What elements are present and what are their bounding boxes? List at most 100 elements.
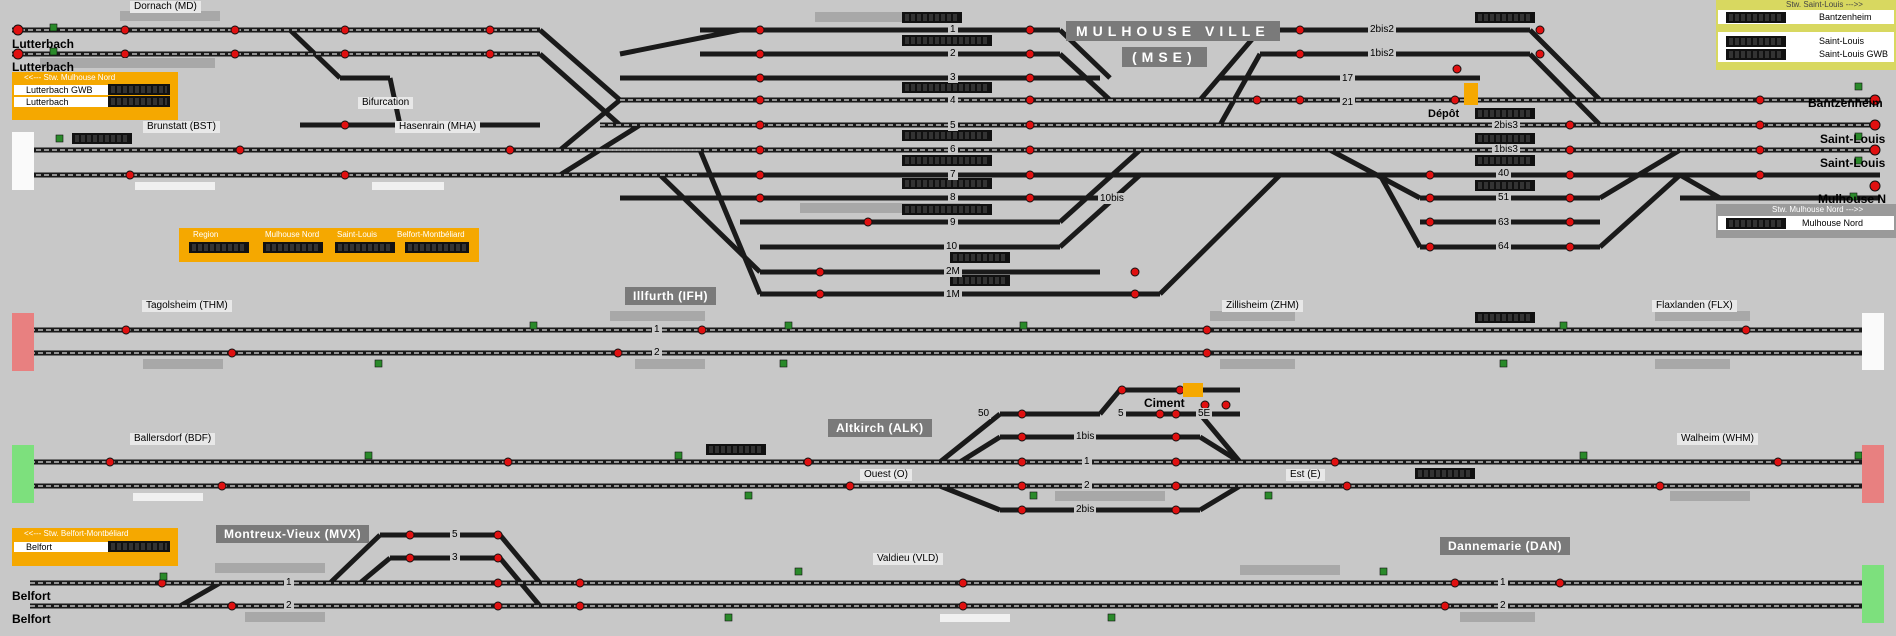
grey-bar xyxy=(800,203,980,213)
panel-row-lutterbach[interactable]: Lutterbach xyxy=(14,97,116,107)
end-saint-louis-2: Saint-Louis xyxy=(1820,156,1886,170)
station-valdieu[interactable]: Valdieu (VLD) xyxy=(873,553,943,565)
panel-row-mulhouse-nord[interactable]: Mulhouse Nord xyxy=(1802,218,1864,228)
panel-row-lutterbach-gwb[interactable]: Lutterbach GWB xyxy=(14,85,116,95)
terminal-ballersdorf-left xyxy=(12,445,34,503)
grey-bar xyxy=(245,612,325,622)
platform-2bis2: 2bis2 xyxy=(1368,24,1396,35)
station-brunstatt[interactable]: Brunstatt (BST) xyxy=(143,121,220,133)
station-tagolsheim[interactable]: Tagolsheim (THM) xyxy=(142,300,232,312)
white-bar xyxy=(135,182,215,190)
train-display xyxy=(108,96,170,107)
platform-mvx-2: 2 xyxy=(284,600,294,611)
terminal-dannemarie-right xyxy=(1862,565,1884,623)
grey-bar xyxy=(1670,491,1750,501)
mulhouse-title: MULHOUSE VILLE xyxy=(1066,21,1280,41)
platform-63: 63 xyxy=(1496,217,1512,228)
platform-4: 4 xyxy=(948,95,958,106)
panel-mulhouse-nord: <<--- Stw. Mulhouse Nord Lutterbach GWB … xyxy=(12,72,178,120)
end-mulhouse-nord: Mulhouse N xyxy=(1818,192,1886,206)
panel-title: <<--- Stw. Mulhouse Nord xyxy=(24,73,116,82)
white-bar xyxy=(940,614,1010,622)
terminal-flaxlanden-right-bottom xyxy=(1862,340,1884,370)
platform-1m: 1M xyxy=(944,289,962,300)
train-display xyxy=(108,84,170,95)
station-flaxlanden[interactable]: Flaxlanden (FLX) xyxy=(1652,300,1737,312)
station-ballersdorf[interactable]: Ballersdorf (BDF) xyxy=(130,433,216,445)
mulhouse-code: (MSE) xyxy=(1122,47,1207,67)
grey-bar xyxy=(815,12,945,22)
platform-5: 5 xyxy=(948,120,958,131)
terminal-walheim-right xyxy=(1862,445,1884,503)
panel-regions: Region Mulhouse Nord Saint-Louis Belfort… xyxy=(179,228,479,262)
station-walheim[interactable]: Walheim (WHM) xyxy=(1677,433,1758,445)
panel-row-saint-louis-gwb[interactable]: Saint-Louis GWB xyxy=(1819,49,1889,59)
station-dannemarie[interactable]: Dannemarie (DAN) xyxy=(1440,537,1571,555)
end-lutterbach-2: Lutterbach xyxy=(12,60,75,74)
platform-alk-50: 50 xyxy=(976,408,992,419)
platform-1: 1 xyxy=(948,24,958,35)
train-display xyxy=(902,178,992,189)
station-altkirch[interactable]: Altkirch (ALK) xyxy=(828,419,932,437)
panel-row-saint-louis[interactable]: Saint-Louis xyxy=(1819,36,1865,46)
train-display xyxy=(1475,180,1535,191)
train-display xyxy=(1475,133,1535,144)
train-display xyxy=(706,444,766,455)
train-display xyxy=(902,130,992,141)
platform-ifh-1: 1 xyxy=(652,324,662,335)
region-tab-saint-louis[interactable]: Saint-Louis xyxy=(337,230,378,239)
platform-40: 40 xyxy=(1496,168,1512,179)
terminal-flaxlanden-right-top xyxy=(1862,313,1884,340)
platform-17: 17 xyxy=(1340,73,1356,84)
station-ciment[interactable]: Ciment xyxy=(1144,396,1185,410)
station-est[interactable]: Est (E) xyxy=(1286,469,1325,481)
region-tab-region[interactable]: Region xyxy=(193,230,219,239)
platform-alk-5: 5 xyxy=(1116,408,1126,419)
platform-alk-2: 2 xyxy=(1082,480,1092,491)
station-ouest[interactable]: Ouest (O) xyxy=(860,469,912,481)
platform-alk-1bis: 1bis xyxy=(1074,431,1097,442)
train-display xyxy=(189,242,249,253)
end-saint-louis-1: Saint-Louis xyxy=(1820,132,1886,146)
terminal-left-upper xyxy=(12,132,34,190)
train-display xyxy=(1726,49,1786,60)
grey-bar xyxy=(120,11,220,21)
station-zillisheim[interactable]: Zillisheim (ZHM) xyxy=(1222,300,1303,312)
platform-dan-1: 1 xyxy=(1498,577,1508,588)
grey-bar xyxy=(1655,359,1730,369)
grey-bar xyxy=(143,359,223,369)
train-display xyxy=(263,242,323,253)
train-display xyxy=(335,242,395,253)
train-display xyxy=(1415,468,1475,479)
panel-title: <<--- Stw. Belfort-Montbéliard xyxy=(24,529,129,538)
train-display xyxy=(902,12,962,23)
grey-bar xyxy=(610,311,705,321)
station-dornach[interactable]: Dornach (MD) xyxy=(130,1,201,13)
end-lutterbach-1: Lutterbach xyxy=(12,37,75,51)
train-display xyxy=(1726,12,1786,23)
platform-7: 7 xyxy=(948,169,958,180)
platform-1bis3: 1bis3 xyxy=(1492,144,1520,155)
panel-saint-louis: Stw. Saint-Louis --->> Bantzenheim Saint… xyxy=(1716,0,1896,70)
train-display xyxy=(72,133,132,144)
grey-bar xyxy=(1220,359,1295,369)
station-montreux[interactable]: Montreux-Vieux (MVX) xyxy=(216,525,370,543)
panel-belfort: <<--- Stw. Belfort-Montbéliard Belfort xyxy=(12,528,178,566)
train-display xyxy=(902,155,992,166)
region-tab-belfort[interactable]: Belfort-Montbéliard xyxy=(397,230,465,239)
train-display xyxy=(1475,108,1535,119)
train-display xyxy=(1475,12,1535,23)
station-bifurcation[interactable]: Bifurcation xyxy=(358,97,414,109)
train-display xyxy=(1475,312,1535,323)
depot-block xyxy=(1464,83,1478,105)
train-display xyxy=(1475,155,1535,166)
station-illfurth[interactable]: Illfurth (IFH) xyxy=(625,287,716,305)
platform-mvx-3: 3 xyxy=(450,552,460,563)
station-hasenrain[interactable]: Hasenrain (MHA) xyxy=(395,121,481,133)
panel-row-belfort[interactable]: Belfort xyxy=(14,542,116,552)
panel-row-bantzenheim[interactable]: Bantzenheim xyxy=(1819,12,1872,22)
train-display xyxy=(405,242,469,253)
grey-bar xyxy=(1460,612,1535,622)
depot-label[interactable]: Dépôt xyxy=(1428,108,1460,120)
region-tab-mulhouse-nord[interactable]: Mulhouse Nord xyxy=(265,230,320,239)
